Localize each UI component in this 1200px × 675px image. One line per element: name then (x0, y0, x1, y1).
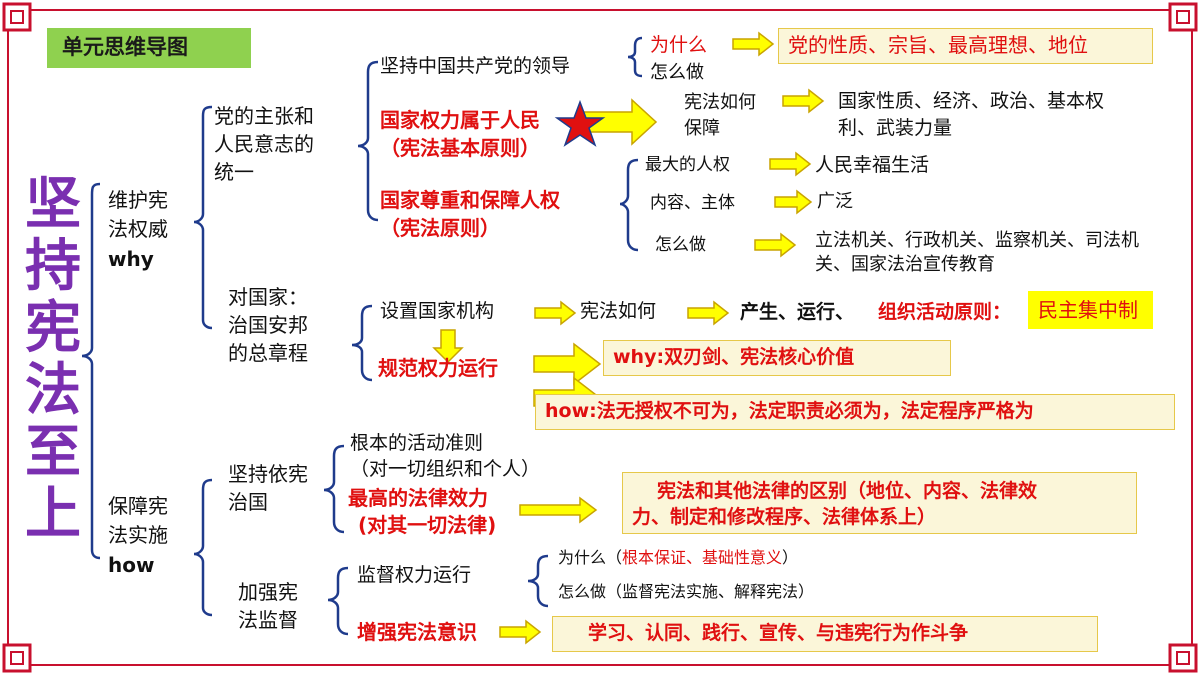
democratic-centralism-text: 民主集中制 (1038, 298, 1138, 322)
node-adhere-rule-l2: 治国 (228, 490, 268, 514)
node-party-will-l1: 党的主张和 (214, 104, 314, 128)
node-constitution-awareness: 增强宪法意识 (357, 620, 477, 644)
supervision-why-reason: 根本保证、基础性意义 (622, 548, 783, 567)
study-actions-text: 学习、认同、践行、宣传、与违宪行为作斗争 (588, 622, 969, 644)
node-adhere-rule-l1: 坚持依宪 (228, 462, 308, 486)
node-strengthen-supervision-l1: 加强宪 (238, 580, 298, 604)
study-actions-box (552, 616, 1098, 652)
fundamental-norm-l1: 根本的活动准则 (350, 432, 484, 454)
how-guarantee-l1: 宪法如何 (684, 92, 756, 113)
leadership-why: 为什么 (650, 34, 708, 56)
branch-ensure-implementation-l1: 保障宪 (108, 494, 168, 518)
organs-l2: 关、国家法治宣传教育 (815, 254, 995, 275)
node-party-will-l2: 人民意志的 (214, 132, 314, 156)
branch-ensure-implementation-l2: 法实施 (108, 523, 168, 547)
branch-uphold-authority-l1: 维护宪 (108, 188, 168, 212)
node-state-rule-l3: 的总章程 (228, 341, 308, 365)
rights-how: 怎么做 (655, 235, 706, 255)
supervise-power: 监督权力运行 (357, 564, 472, 586)
difference-text-l1: 宪法和其他法律的区别（地位、内容、法律效 (657, 480, 1038, 502)
how-law-box (535, 394, 1175, 430)
guarantee-content-l1: 国家性质、经济、政治、基本权 (838, 90, 1105, 112)
party-nature-box (778, 28, 1153, 64)
node-state-rule-l2: 治国安邦 (228, 313, 308, 337)
supervision-why: 为什么（根本保证、基础性意义） (558, 548, 798, 568)
node-party-leadership: 坚持中国共产党的领导 (380, 55, 571, 77)
highest-effect-l1: 最高的法律效力 (348, 486, 488, 510)
democratic-centralism-box (1028, 291, 1153, 329)
party-nature-text: 党的性质、宗旨、最高理想、地位 (788, 33, 1088, 57)
why-double-text: why:双刃剑、宪法核心价值 (613, 346, 855, 368)
leadership-how: 怎么做 (650, 62, 704, 83)
node-power-people-l2: （宪法基本原则） (380, 136, 540, 160)
produce-run: 产生、运行、 (740, 301, 855, 323)
node-respect-rights-l1: 国家尊重和保障人权 (380, 188, 560, 212)
organs-l1: 立法机关、行政机关、监察机关、司法机 (815, 230, 1139, 251)
broad: 广泛 (817, 191, 853, 212)
constitution-how: 宪法如何 (580, 300, 657, 322)
guarantee-content-l2: 利、武装力量 (838, 117, 953, 139)
why-double-box (603, 340, 951, 376)
how-law-text: how:法无授权不可为，法定职责必须为，法定程序严格为 (545, 400, 1034, 422)
content-subject: 内容、主体 (650, 193, 735, 213)
unit-badge-label: 单元思维导图 (62, 35, 188, 59)
node-party-will-l3: 统一 (214, 160, 254, 184)
main-title: 坚持宪法至上 (25, 172, 81, 547)
node-state-rule-l1: 对国家： (228, 285, 308, 309)
difference-box (622, 472, 1137, 534)
difference-text-l2: 力、制定和修改程序、法律体系上） (632, 506, 937, 528)
unit-badge (47, 28, 251, 68)
node-regulate-power: 规范权力运行 (378, 356, 498, 380)
node-power-people-l1: 国家权力属于人民 (380, 108, 540, 132)
supervision-why-end: ） (782, 548, 799, 567)
highest-effect-l2: (对其一切法律) (358, 513, 497, 537)
star-icon (554, 99, 606, 147)
branch-uphold-authority-why: why (108, 247, 154, 271)
node-respect-rights-l2: （宪法原则） (380, 216, 500, 240)
node-set-organs: 设置国家机构 (380, 300, 495, 322)
supervision-how: 怎么做（监督宪法实施、解释宪法） (558, 582, 815, 601)
brace-lines (81, 36, 643, 636)
biggest-right: 最大的人权 (645, 155, 730, 175)
branch-ensure-implementation-how: how (108, 553, 155, 577)
org-principle: 组织活动原则： (878, 301, 1012, 323)
supervision-why-label: 为什么（ (558, 548, 623, 567)
branch-uphold-authority-l2: 法权威 (108, 217, 168, 241)
happy-life: 人民幸福生活 (815, 154, 930, 176)
node-strengthen-supervision-l2: 法监督 (238, 608, 298, 632)
fundamental-norm-l2: （对一切组织和个人） (350, 458, 541, 480)
how-guarantee-l2: 保障 (684, 118, 720, 139)
